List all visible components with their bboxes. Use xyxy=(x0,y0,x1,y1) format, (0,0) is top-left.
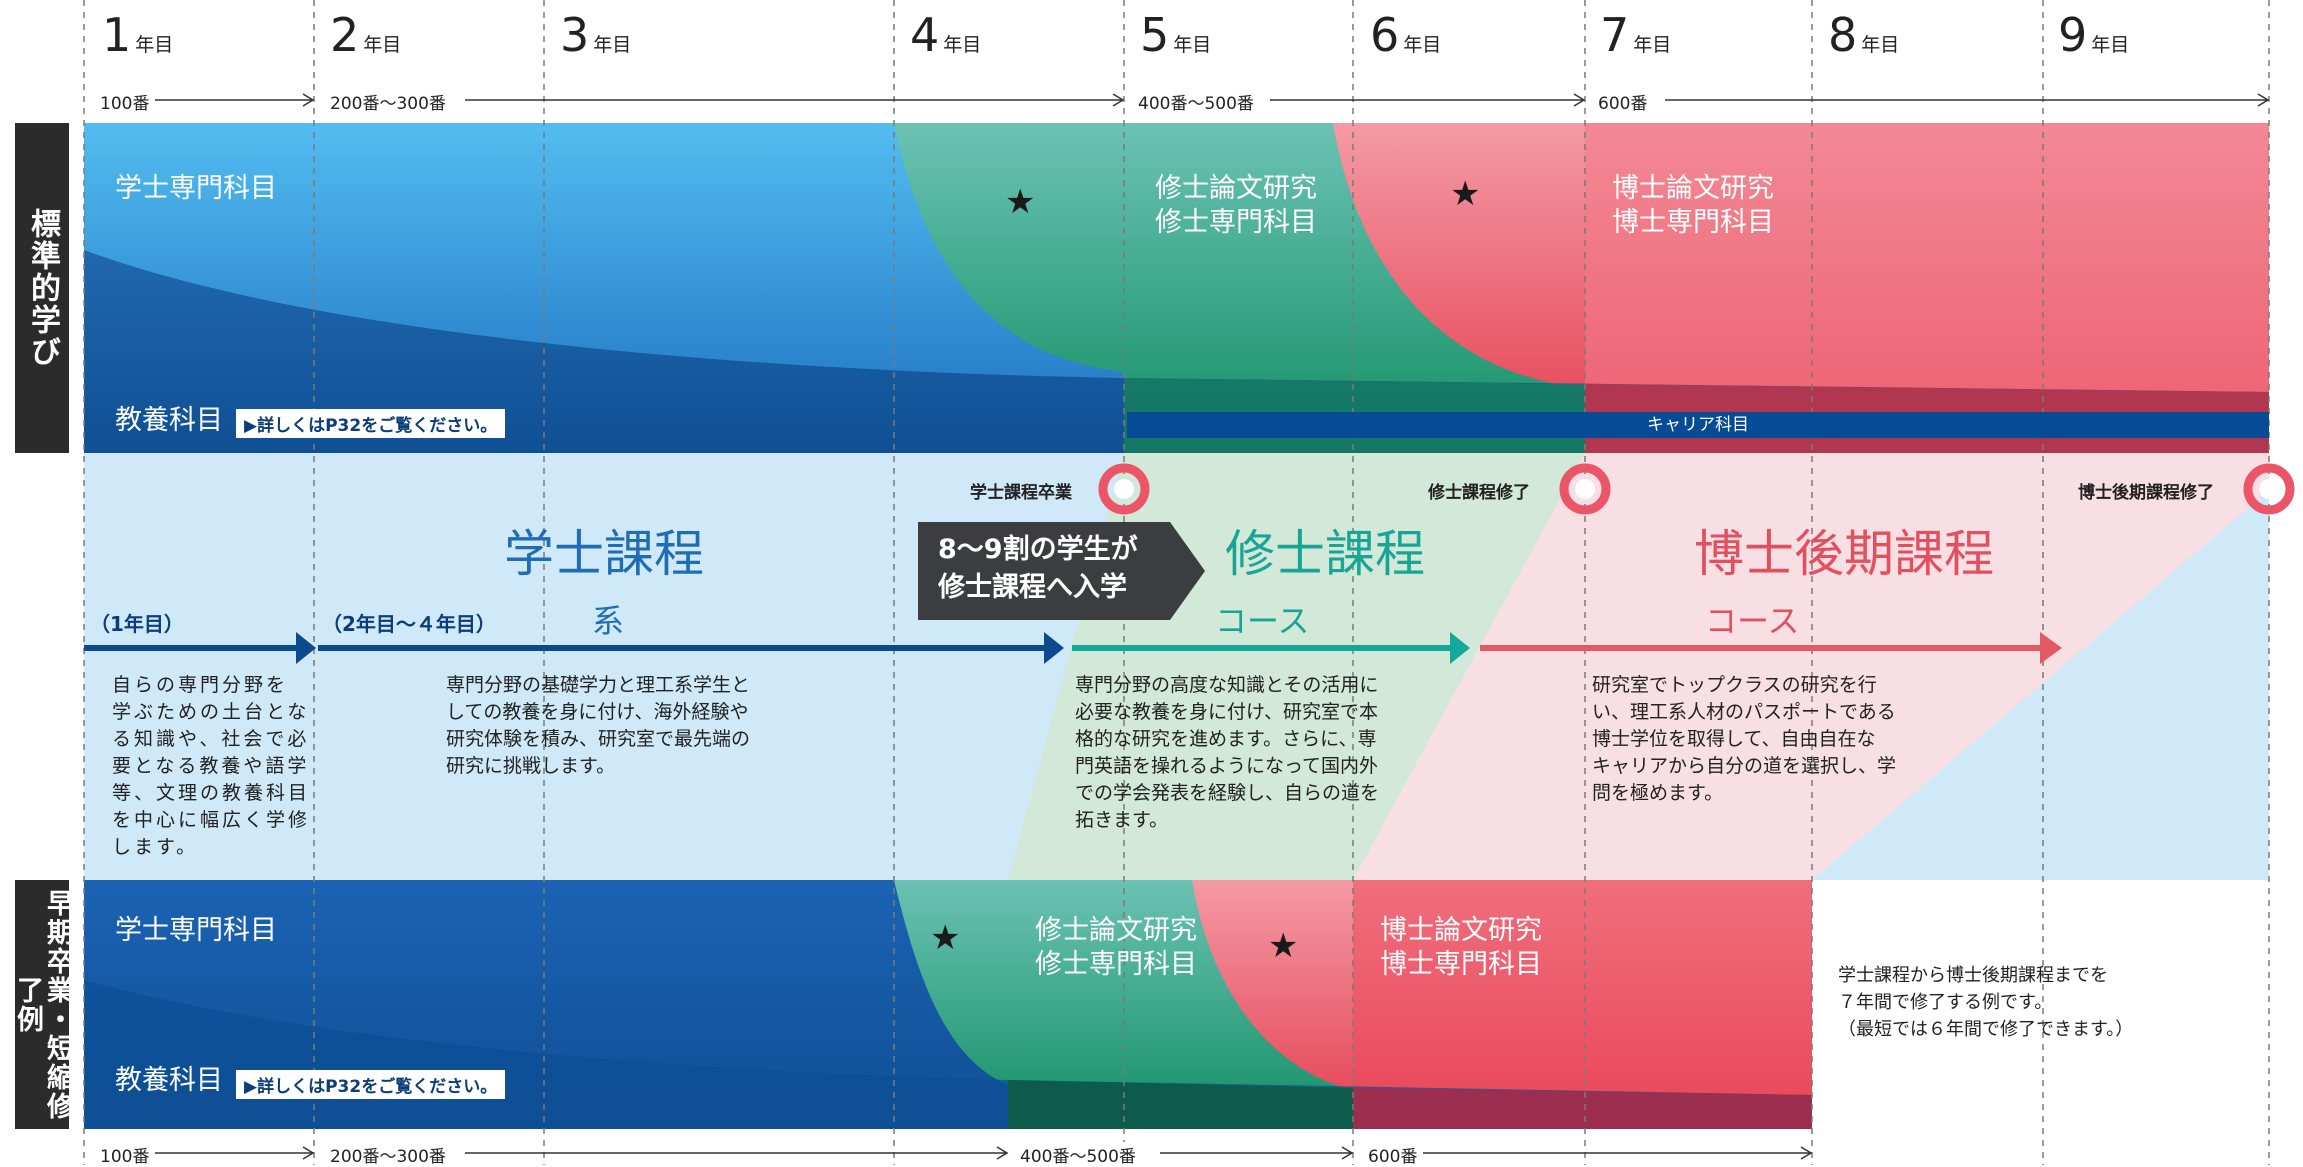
program-arrows xyxy=(84,632,2062,664)
master-program-title: 修士課程 xyxy=(1225,525,1425,583)
milestone-markers xyxy=(1098,463,2295,515)
early-general-subjects: 教養科目 xyxy=(115,1065,223,1096)
bottom-range-600: 600番 xyxy=(1368,1142,1424,1167)
early-star-master: ★ xyxy=(930,918,961,958)
top-range-200-300: 200番～300番 xyxy=(330,89,452,114)
bachelor-period-year1: （1年目） xyxy=(90,612,184,636)
doctor-program-title: 博士後期課程 xyxy=(1694,525,1994,583)
early-page-note: ▶詳しくはP32をご覧ください。 xyxy=(236,1070,506,1099)
bachelor-program-title: 学士課程 xyxy=(504,525,704,583)
bottom-range-100: 100番 xyxy=(100,1142,156,1167)
standard-star-doctor: ★ xyxy=(1450,174,1481,214)
standard-general-subjects: 教養科目 xyxy=(115,405,223,436)
top-range-600: 600番 xyxy=(1598,89,1654,114)
milestone-master-done: 修士課程修了 xyxy=(1428,483,1530,503)
top-range-400-500: 400番～500番 xyxy=(1138,89,1260,114)
bachelor-period-year2-4: （2年目～４年目） xyxy=(322,612,496,636)
bottom-range-arrows xyxy=(150,1146,1813,1160)
standard-bachelor-subjects: 学士専門科目 xyxy=(115,173,277,204)
standard-side-label: 標準的学び xyxy=(15,123,69,453)
early-star-doctor: ★ xyxy=(1268,926,1299,966)
milestone-doctor-done: 博士後期課程修了 xyxy=(2078,483,2214,503)
callout-shape xyxy=(918,522,1205,620)
top-range-100: 100番 xyxy=(100,89,156,114)
early-master-subjects: 修士論文研究 修士専門科目 xyxy=(1035,915,1197,980)
milestone-bachelor-grad: 学士課程卒業 xyxy=(970,483,1072,503)
desc-year1: 自らの専門分野を 学ぶための土台とな る知識や、社会で必 要となる教養や語学 等… xyxy=(112,674,311,858)
bottom-range-200-300: 200番～300番 xyxy=(330,1142,452,1167)
early-doctor-subjects: 博士論文研究 博士専門科目 xyxy=(1380,915,1542,980)
standard-page-note: ▶詳しくはP32をご覧ください。 xyxy=(236,409,506,438)
desc-master: 専門分野の高度な知識とその活用に 必要な教養を身に付け、研究室で本 格的な研究を… xyxy=(1075,674,1380,831)
bachelor-program-sub: 系 xyxy=(592,602,625,640)
desc-doctor: 研究室でトップクラスの研究を行 い、理工系人材のパスポートである 博士学位を取得… xyxy=(1592,674,1897,804)
early-side-label: 早期卒業・短縮修了例 xyxy=(12,880,73,1129)
early-band xyxy=(84,880,1812,1129)
master-program-sub: コース xyxy=(1215,602,1310,640)
desc-year2-4: 専門分野の基礎学力と理工系学生と しての教養を身に付け、海外経験や 研究体験を積… xyxy=(446,674,751,777)
career-subjects-bar: キャリア科目 xyxy=(1127,412,2269,438)
doctor-program-sub: コース xyxy=(1705,602,1800,640)
standard-master-subjects: 修士論文研究 修士専門科目 xyxy=(1155,173,1317,238)
early-bachelor-subjects: 学士専門科目 xyxy=(115,915,277,946)
bottom-range-400-500: 400番～500番 xyxy=(1020,1142,1142,1167)
callout-text: 8～9割の学生が 修士課程へ入学 xyxy=(938,534,1138,603)
early-footnote: 学士課程から博士後期課程までを ７年間で修了する例です。 （最短では６年間で修了… xyxy=(1838,965,2134,1040)
top-range-arrows xyxy=(150,93,2270,107)
standard-doctor-subjects: 博士論文研究 博士専門科目 xyxy=(1612,173,1774,238)
standard-star-master: ★ xyxy=(1005,182,1036,222)
year-dividers xyxy=(83,0,2270,1165)
